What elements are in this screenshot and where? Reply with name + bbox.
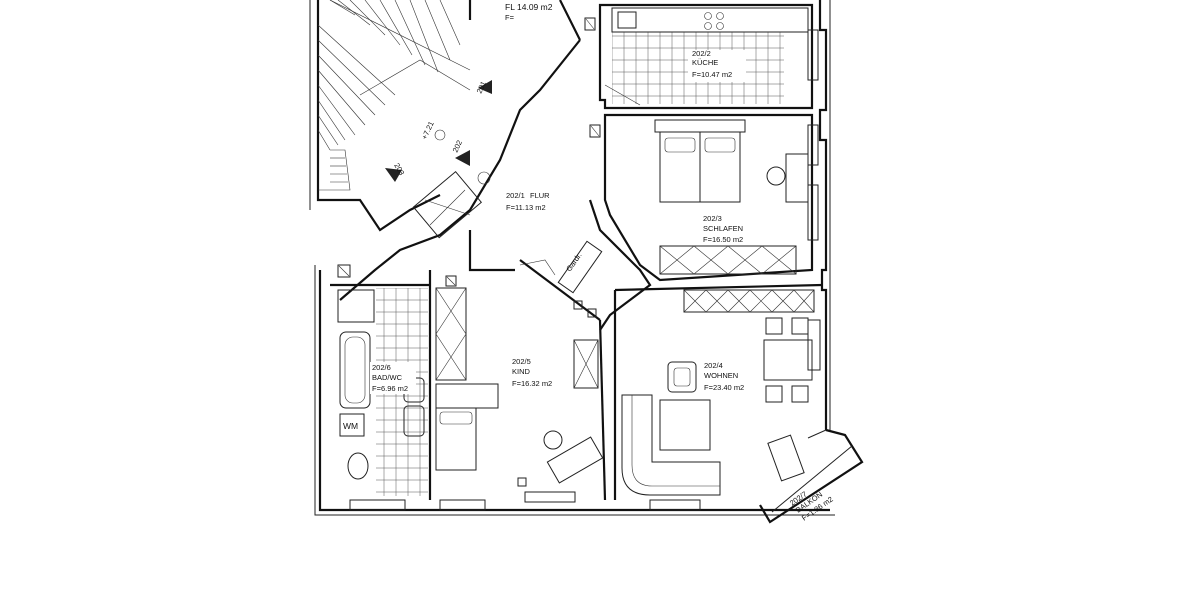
stair-arrow-icon <box>455 150 470 166</box>
kitchen-counter <box>611 7 809 33</box>
stove-burner-icon <box>716 22 724 30</box>
wm-label: WM <box>343 421 358 431</box>
chair-icon <box>766 166 786 186</box>
chimney-icon <box>445 275 457 287</box>
room-name: KÜCHE <box>692 58 718 67</box>
garderobe <box>557 240 603 294</box>
lamp-icon <box>477 171 491 185</box>
chimney-icon <box>589 124 601 138</box>
chair-icon <box>543 430 563 450</box>
pillow-icon <box>664 137 696 153</box>
level-marker: +7.21 <box>420 120 436 141</box>
room-name: WOHNEN <box>704 371 738 380</box>
room-bad: WM 202/6 BAD/WC F=6.96 m2 <box>337 264 428 496</box>
shelf <box>573 339 599 389</box>
room-name: SCHLAFEN <box>703 224 743 233</box>
walls <box>314 0 835 516</box>
room-balkon: 202/7 BALKON F=1.86 m2 <box>759 428 864 524</box>
pillow-icon <box>704 137 736 153</box>
bathtub <box>339 331 371 409</box>
headboard <box>654 119 746 133</box>
room-kueche: 202/2 KÜCHE F=10.47 m2 <box>584 7 809 106</box>
coffee-table <box>659 399 711 451</box>
wardrobe <box>435 287 467 381</box>
washing-machine <box>339 413 365 437</box>
dining-table <box>763 339 813 381</box>
room-area: F=16.32 m2 <box>512 379 552 388</box>
stove-burner-icon <box>704 22 712 30</box>
room-code: 202/4 <box>704 361 723 370</box>
chair-icon <box>765 317 783 335</box>
room-area: F=10.47 m2 <box>692 70 732 79</box>
stove-burner-icon <box>716 12 724 20</box>
sink-icon <box>403 405 425 437</box>
room-area: F=11.13 m2 <box>506 203 546 212</box>
room-name: BAD/WC <box>372 373 403 382</box>
single-bed <box>435 407 477 471</box>
desk <box>785 153 809 203</box>
cabinet <box>412 170 483 239</box>
room-name: FLUR <box>530 191 550 200</box>
level-circle-icon <box>434 129 446 141</box>
room-name: FL <box>505 2 515 12</box>
desk <box>546 436 604 484</box>
room-kind: 202/5 KIND F=16.32 m2 <box>435 275 604 484</box>
armchair <box>667 361 697 393</box>
room-schlafen: 202/3 SCHLAFEN F=16.50 m2 <box>589 119 809 275</box>
chimney-icon <box>517 477 527 487</box>
room-code: 202/6 <box>372 363 391 372</box>
room-wohnen: 202/4 WOHNEN F=23.40 m2 <box>621 289 815 496</box>
chimney-icon <box>587 308 597 318</box>
chimney-icon <box>584 17 596 31</box>
tv-stand <box>767 434 805 482</box>
sink-icon <box>617 11 637 29</box>
room-code: 202/1 <box>506 191 525 200</box>
stairwell: 201 202 203 +7.21 <box>309 0 492 232</box>
corner-sofa <box>621 394 721 496</box>
stove-burner-icon <box>704 12 712 20</box>
chair-icon <box>791 385 809 403</box>
stair-label-202: 202 <box>451 139 464 154</box>
pillow-icon <box>439 411 473 425</box>
room-area: F=6.96 m2 <box>372 384 408 393</box>
shower-tray <box>337 289 375 323</box>
chair-icon <box>765 385 783 403</box>
room-area: F=23.40 m2 <box>704 383 744 392</box>
desk <box>435 383 499 409</box>
sideboard <box>683 289 815 313</box>
room-code: 202/3 <box>703 214 722 223</box>
garderobe-label: Gardr. <box>564 251 583 273</box>
chimney-icon <box>337 264 351 278</box>
room-code: 202/2 <box>692 49 711 58</box>
room-flur-top: FL 14.09 m2 F= <box>505 2 553 22</box>
room-area: 14.09 m2 <box>517 2 553 12</box>
stair-arrow-icon <box>478 80 492 94</box>
stair-treads <box>317 0 471 191</box>
room-code: 202/5 <box>512 357 531 366</box>
stair-label-201: 201 <box>475 80 488 95</box>
stair-arrow-icon <box>385 168 402 182</box>
room-area-prefix: F= <box>505 13 515 22</box>
chair-icon <box>791 317 809 335</box>
wardrobe <box>659 245 797 275</box>
chimney-icon <box>573 300 583 310</box>
toilet-icon <box>347 452 369 480</box>
room-area: F=16.50 m2 <box>703 235 743 244</box>
room-name: KIND <box>512 367 531 376</box>
